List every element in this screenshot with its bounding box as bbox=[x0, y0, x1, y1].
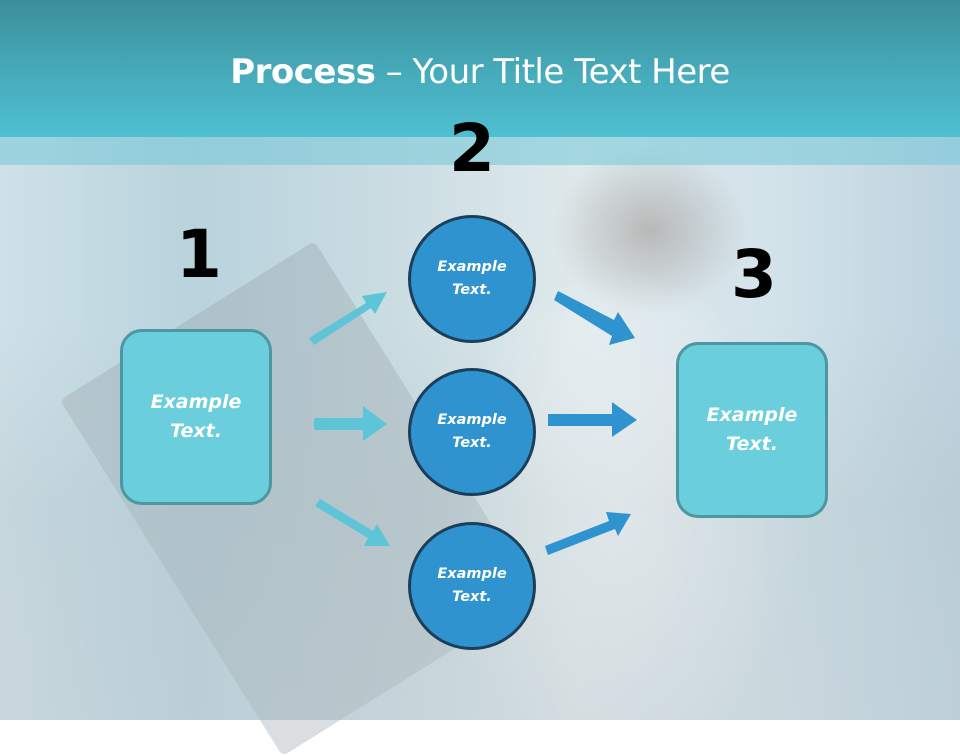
step-2-circle-bottom[interactable]: Example Text. bbox=[408, 522, 536, 650]
arrow-right-up-icon bbox=[309, 292, 387, 345]
step-number-1: 1 bbox=[176, 216, 222, 293]
arrow-right-down-icon bbox=[554, 291, 635, 345]
step-number-2: 2 bbox=[449, 110, 495, 187]
arrow-right-up-icon bbox=[545, 512, 631, 555]
circle-top-line1: Example bbox=[437, 259, 507, 275]
step-3-box[interactable]: Example Text. bbox=[676, 342, 828, 518]
step-number-3: 3 bbox=[731, 236, 777, 313]
step-3-text-line2: Text. bbox=[726, 433, 778, 455]
title-bar bbox=[0, 0, 960, 137]
title-bold: Process bbox=[230, 52, 376, 92]
title-rest: – Your Title Text Here bbox=[375, 52, 731, 92]
circle-bottom-line1: Example bbox=[437, 566, 507, 582]
circle-bottom-line2: Text. bbox=[452, 589, 492, 605]
circle-middle-line2: Text. bbox=[452, 435, 492, 451]
arrow-right-down-icon bbox=[315, 499, 390, 546]
arrows-layer bbox=[309, 291, 637, 555]
step-2-circle-top[interactable]: Example Text. bbox=[408, 215, 536, 343]
step-1-text-line1: Example bbox=[150, 391, 242, 413]
arrow-right-icon bbox=[314, 406, 387, 441]
circle-middle-line1: Example bbox=[437, 412, 507, 428]
step-2-circle-middle[interactable]: Example Text. bbox=[408, 368, 536, 496]
title-bar-band bbox=[0, 137, 960, 165]
arrow-right-icon bbox=[548, 402, 637, 437]
step-1-box[interactable]: Example Text. bbox=[120, 329, 272, 505]
step-1-text-line2: Text. bbox=[170, 420, 222, 442]
step-3-text-line1: Example bbox=[706, 404, 798, 426]
circle-top-line2: Text. bbox=[452, 282, 492, 298]
slide-title: Process – Your Title Text Here bbox=[0, 52, 960, 92]
